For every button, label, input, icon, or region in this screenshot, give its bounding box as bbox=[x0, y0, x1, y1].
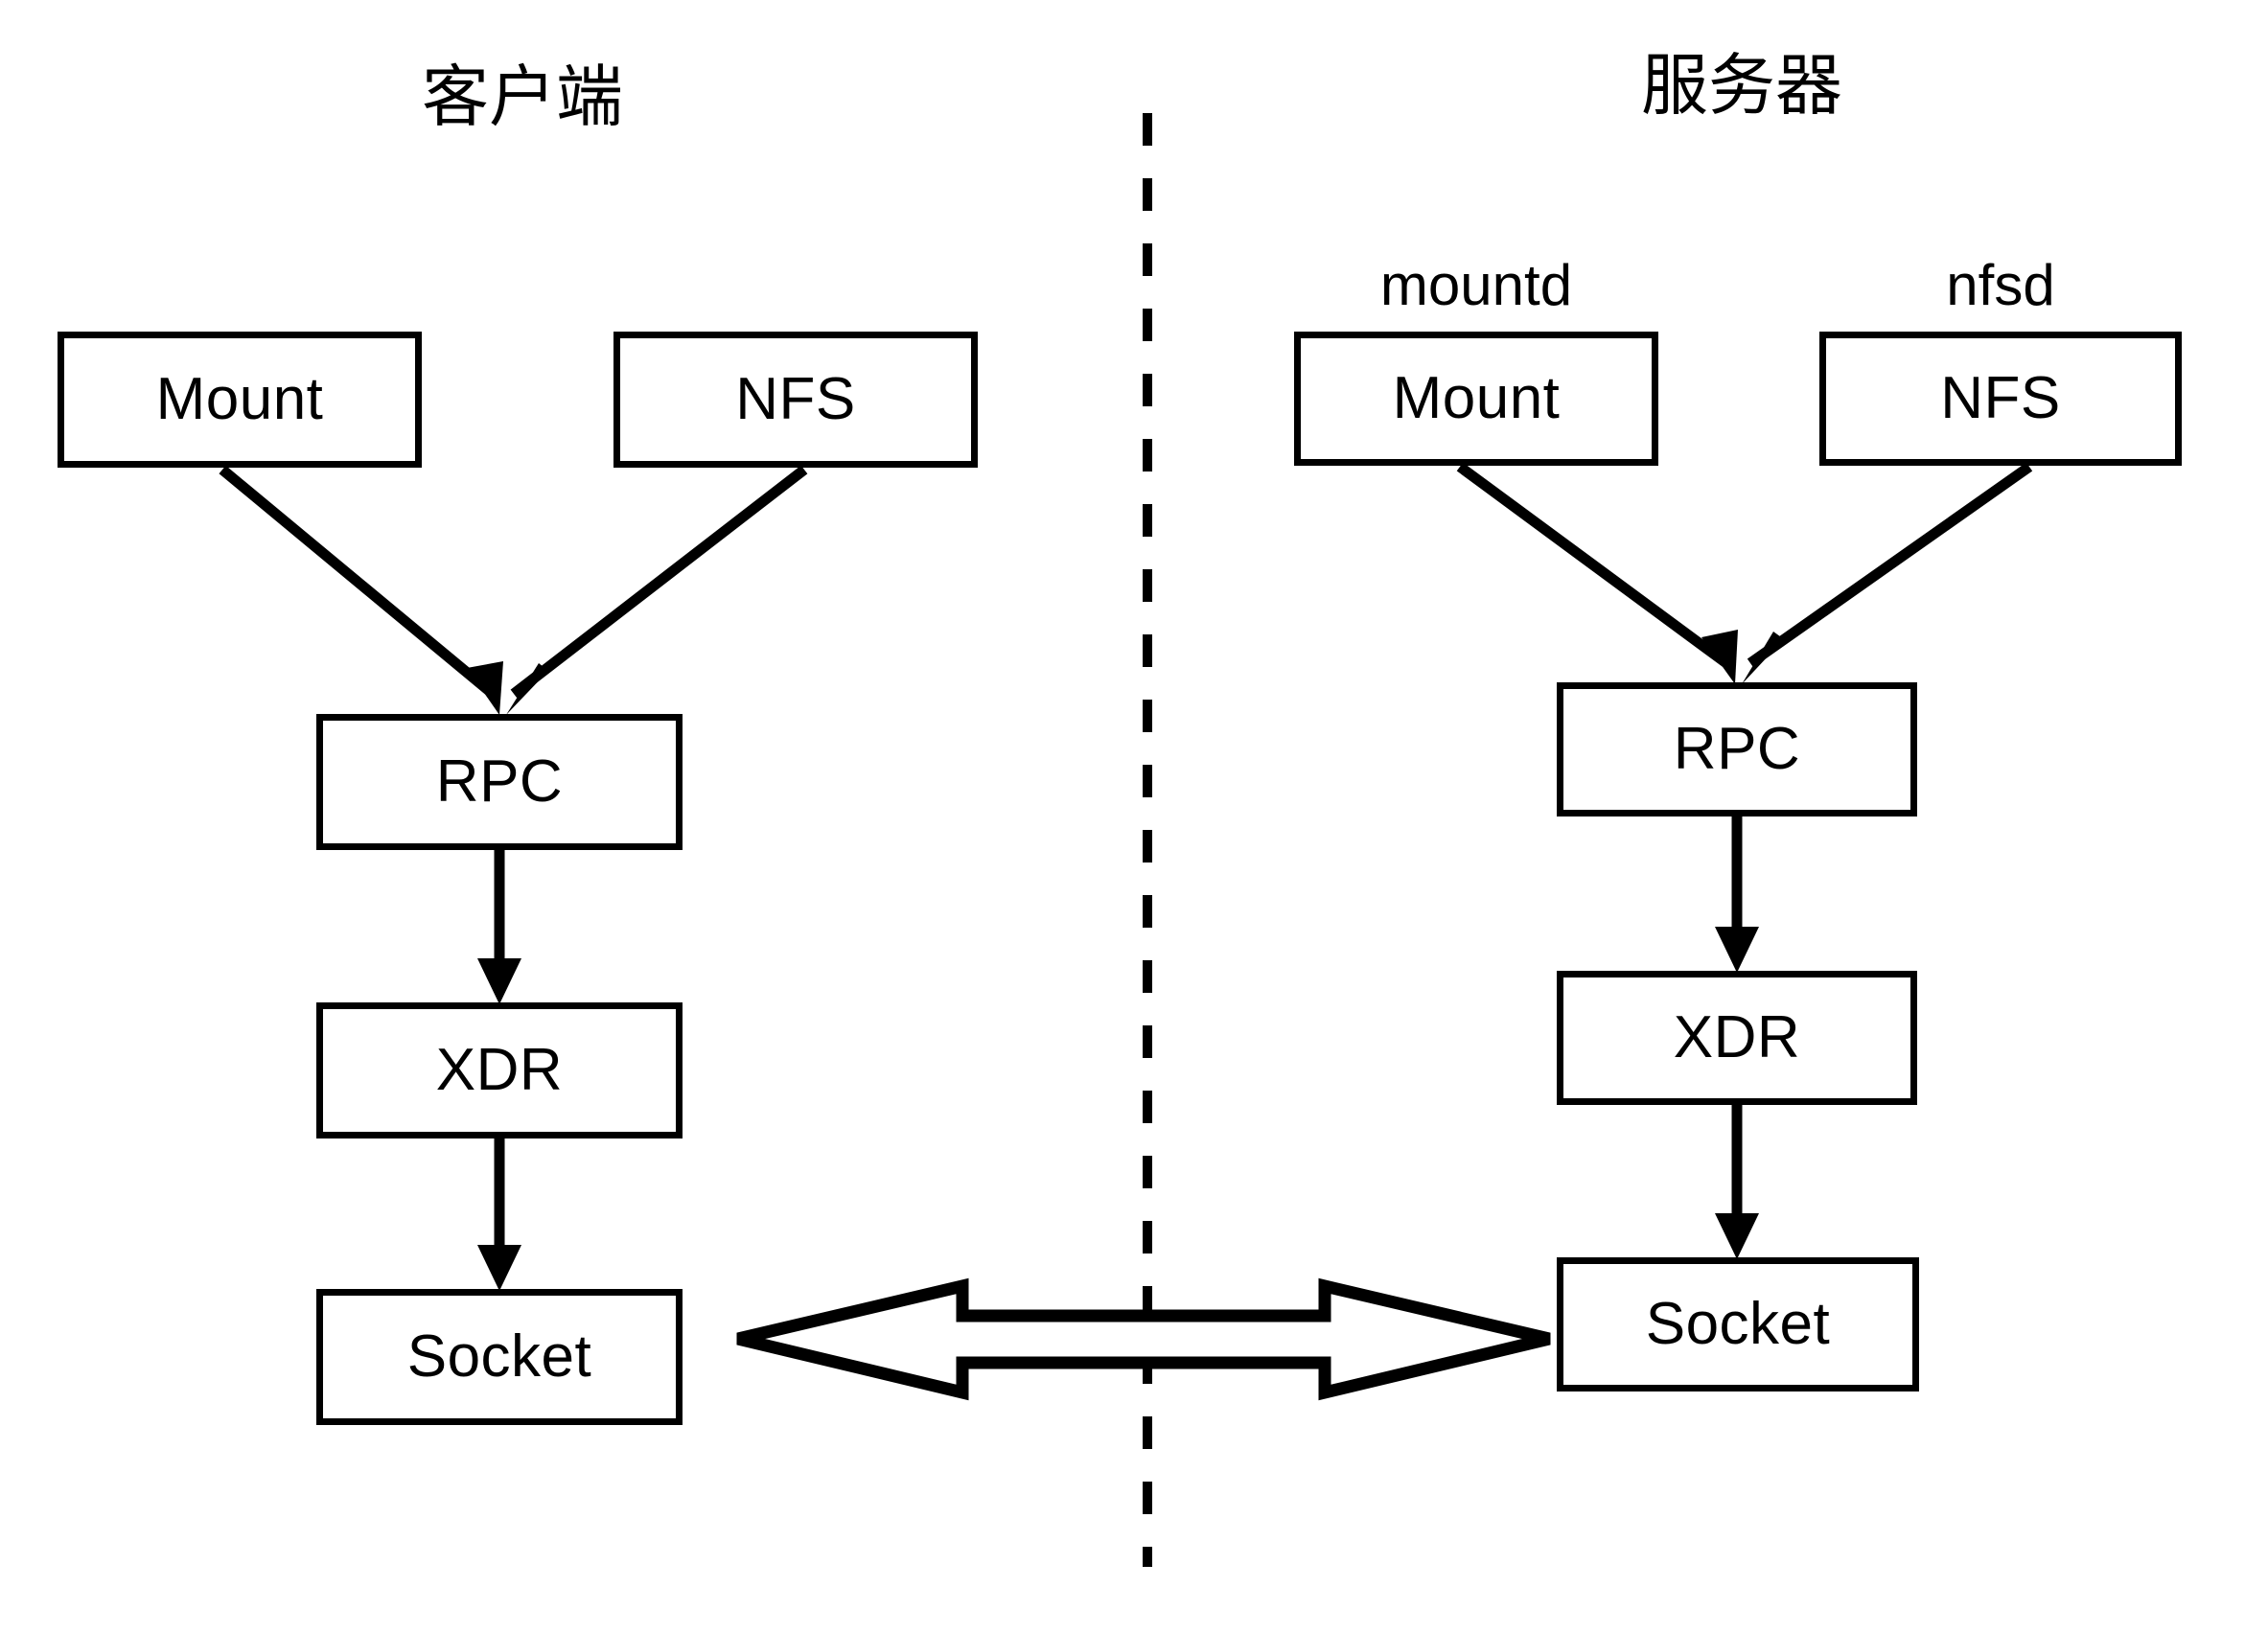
connector-client-nfs-to-rpc bbox=[506, 465, 808, 715]
server-section-title: 服务器 bbox=[1641, 48, 1842, 123]
client-nfs-label: NFS bbox=[735, 366, 856, 432]
connector-client-mount-to-rpc bbox=[219, 465, 503, 715]
server-xdr-box[interactable]: XDR bbox=[1557, 971, 1917, 1105]
connector-server-nfs-to-rpc bbox=[1742, 462, 2033, 684]
server-rpc-box[interactable]: RPC bbox=[1557, 682, 1917, 816]
server-mount-box[interactable]: Mount bbox=[1294, 332, 1658, 466]
connector-client-rpc-to-xdr bbox=[477, 850, 521, 1004]
client-xdr-box[interactable]: XDR bbox=[316, 1002, 683, 1138]
client-mount-label: Mount bbox=[155, 366, 324, 432]
connector-server-xdr-to-socket bbox=[1715, 1105, 1759, 1259]
server-nfs-label: NFS bbox=[1940, 365, 2061, 431]
client-rpc-box[interactable]: RPC bbox=[316, 714, 683, 850]
server-socket-box[interactable]: Socket bbox=[1557, 1257, 1919, 1392]
server-mount-label: Mount bbox=[1392, 365, 1561, 431]
nfsd-daemon-label: nfsd bbox=[1946, 253, 2055, 317]
server-rpc-label: RPC bbox=[1673, 716, 1801, 782]
client-rpc-label: RPC bbox=[435, 748, 564, 815]
client-socket-box[interactable]: Socket bbox=[316, 1289, 683, 1425]
client-nfs-box[interactable]: NFS bbox=[613, 332, 978, 468]
server-socket-label: Socket bbox=[1645, 1291, 1831, 1357]
connector-server-rpc-to-xdr bbox=[1715, 816, 1759, 973]
socket-to-socket-bidirectional-arrow bbox=[736, 1277, 1551, 1401]
mountd-daemon-label: mountd bbox=[1379, 253, 1573, 317]
connector-client-xdr-to-socket bbox=[477, 1138, 521, 1291]
client-socket-label: Socket bbox=[406, 1323, 592, 1390]
client-xdr-label: XDR bbox=[435, 1037, 564, 1103]
connector-server-mount-to-rpc bbox=[1456, 462, 1738, 684]
client-section-title: 客户端 bbox=[422, 59, 623, 134]
server-nfs-box[interactable]: NFS bbox=[1819, 332, 2182, 466]
client-mount-box[interactable]: Mount bbox=[58, 332, 422, 468]
server-xdr-label: XDR bbox=[1673, 1004, 1801, 1070]
